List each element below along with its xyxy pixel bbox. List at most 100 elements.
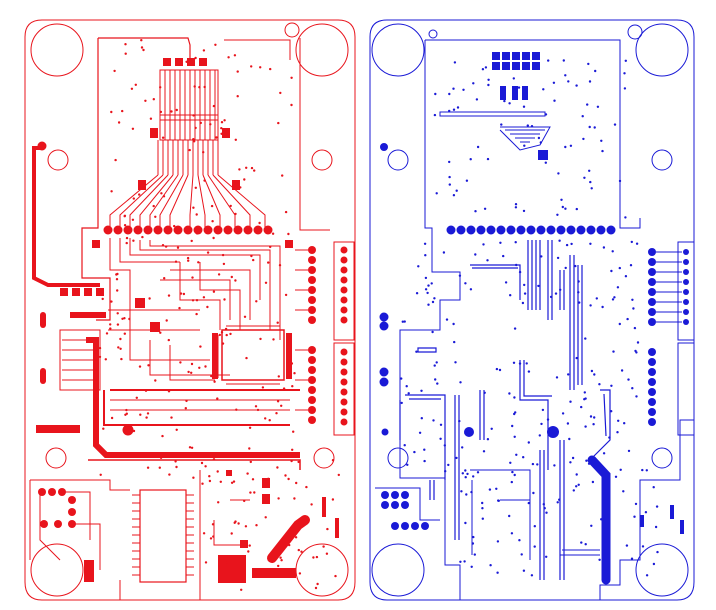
via <box>331 498 335 501</box>
via <box>168 473 171 476</box>
via <box>462 88 465 92</box>
via <box>403 444 406 447</box>
via <box>158 466 161 469</box>
via <box>294 536 298 539</box>
via <box>567 80 570 83</box>
via <box>255 524 258 527</box>
via <box>473 553 476 556</box>
via <box>512 77 515 80</box>
via <box>277 375 280 378</box>
via <box>224 327 228 331</box>
via <box>584 425 587 428</box>
via <box>454 361 457 364</box>
via <box>149 117 153 120</box>
via <box>194 56 197 60</box>
mounting-hole-bl <box>30 543 84 597</box>
via <box>632 307 635 310</box>
small-hole <box>387 447 409 469</box>
via <box>175 465 178 469</box>
via <box>561 205 564 209</box>
via <box>123 317 126 320</box>
via <box>598 383 601 386</box>
via <box>243 178 246 181</box>
via <box>211 220 214 223</box>
via <box>483 207 487 210</box>
via <box>132 197 135 200</box>
via <box>211 523 215 526</box>
via <box>542 88 545 91</box>
via <box>290 459 293 463</box>
via <box>498 368 502 372</box>
via <box>458 274 462 277</box>
via <box>253 169 256 172</box>
via <box>601 478 605 481</box>
via <box>243 315 247 318</box>
via <box>179 292 183 295</box>
via <box>521 301 525 305</box>
via <box>452 87 455 90</box>
via <box>277 497 280 500</box>
via <box>448 175 451 179</box>
via <box>190 239 193 243</box>
via <box>453 61 457 64</box>
via <box>259 337 262 341</box>
via <box>593 416 596 419</box>
via <box>314 586 318 590</box>
via <box>295 481 298 485</box>
via <box>527 441 530 444</box>
via <box>140 39 143 42</box>
via <box>645 469 648 472</box>
via <box>125 412 128 415</box>
via <box>175 108 178 112</box>
via <box>523 292 527 295</box>
via <box>575 207 578 211</box>
via <box>465 493 468 496</box>
small-hole <box>387 149 409 171</box>
via <box>218 333 221 337</box>
via <box>287 232 290 236</box>
via <box>182 292 186 296</box>
via <box>124 43 127 46</box>
via <box>276 321 279 324</box>
small-hole <box>651 149 673 171</box>
via <box>495 367 499 371</box>
via <box>536 463 539 466</box>
via <box>538 434 541 437</box>
via <box>115 278 119 281</box>
via <box>635 395 638 398</box>
via <box>280 559 283 562</box>
via <box>522 569 526 572</box>
via <box>556 213 559 216</box>
via <box>415 292 419 295</box>
via <box>253 491 256 494</box>
via <box>190 446 194 449</box>
via <box>423 459 426 463</box>
via <box>249 460 252 464</box>
via <box>474 253 477 256</box>
via <box>554 292 558 295</box>
via <box>239 186 242 189</box>
via <box>611 250 614 253</box>
via <box>513 396 516 399</box>
via <box>472 475 475 478</box>
via <box>575 356 578 360</box>
via <box>161 244 165 247</box>
via <box>210 204 214 208</box>
via <box>527 501 530 505</box>
via <box>131 218 135 221</box>
via <box>592 423 595 426</box>
via <box>213 380 216 383</box>
via <box>509 294 512 297</box>
via <box>164 245 168 248</box>
via <box>487 78 490 82</box>
via <box>123 332 127 335</box>
via <box>400 401 403 405</box>
via <box>159 331 162 334</box>
via <box>245 166 248 169</box>
via <box>326 527 329 531</box>
via <box>152 98 155 101</box>
small-hole <box>45 447 67 469</box>
via <box>217 501 220 504</box>
via <box>121 317 124 320</box>
via <box>322 545 325 548</box>
